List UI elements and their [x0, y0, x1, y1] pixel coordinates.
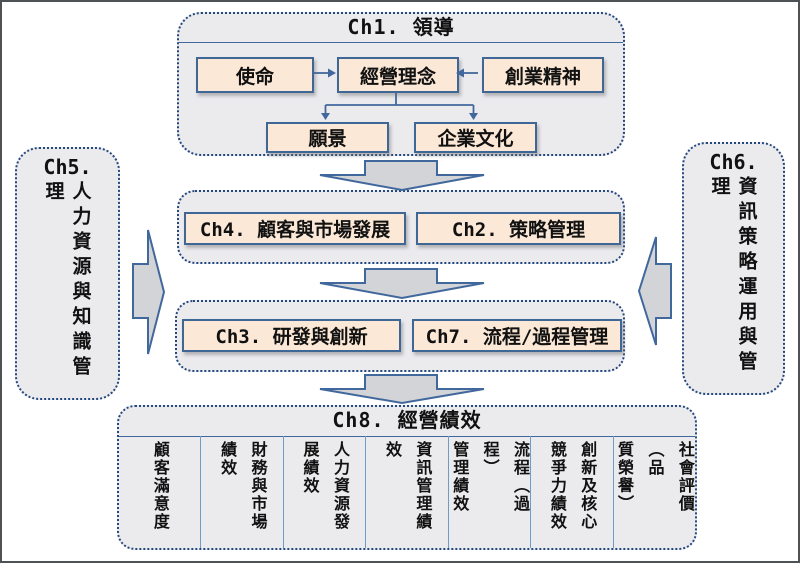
ch6-info-strategy-panel: Ch6. 資訊策略運用與管理 [682, 142, 785, 395]
ch3-ch7-panel: Ch3. 研發與創新 Ch7. 流程/過程管理 [175, 300, 625, 372]
left-arrow-icon [637, 236, 672, 346]
ch4-customer-market-box: Ch4. 顧客與市場發展 [184, 212, 406, 245]
ch3-rd-innovation-box: Ch3. 研發與創新 [182, 319, 401, 352]
down-arrow-icon [319, 374, 485, 405]
ch1-title: Ch1. 領導 [347, 15, 455, 39]
ch6-label: Ch6. [709, 150, 758, 174]
ch4-ch2-panel: Ch4. 顧客與市場發展 Ch2. 策略管理 [177, 190, 625, 264]
ch2-strategy-box: Ch2. 策略管理 [416, 212, 621, 245]
ch7-process-box: Ch7. 流程/過程管理 [412, 319, 622, 352]
down-arrow-icon [319, 268, 485, 300]
ch5-hr-knowledge-panel: Ch5. 人力資源與知識管理 [15, 147, 120, 400]
ch8-column-customer-satisfaction: 顧客滿意度 [150, 441, 170, 531]
ch8-columns: 顧客滿意度 財務與市場 績效 人力資源發 展績效 資訊管理績 效 流程（過程） … [119, 436, 695, 548]
ch6-vertical-text: 資訊策略運用與管理 [708, 176, 758, 376]
ch5-vertical-text: 人力資源與知識管理 [42, 181, 92, 381]
entrepreneurship-box: 創業精神 [482, 57, 604, 93]
ch1-leadership-panel: Ch1. 領導 使命 經營理念 創業精神 願景 企業文化 [177, 12, 625, 156]
ch5-label: Ch5. [43, 155, 92, 179]
ch8-performance-panel: Ch8. 經營績效 顧客滿意度 財務與市場 績效 人力資源發 展績效 資訊管理績… [117, 405, 697, 550]
ch1-title-rule [179, 42, 623, 43]
ch8-column-innovation-competitiveness: 創新及核心 競爭力績效 [530, 436, 612, 548]
ch8-column-hr-development: 人力資源發 展績效 [282, 436, 365, 548]
ch8-title: Ch8. 經營績效 [332, 408, 482, 432]
down-arrow-icon [319, 160, 485, 192]
philosophy-box: 經營理念 [337, 57, 459, 93]
vision-box: 願景 [266, 122, 389, 153]
mission-box: 使命 [196, 57, 314, 93]
ch8-column-info-management: 資訊管理績 效 [365, 436, 447, 548]
ch8-column-process-management: 流程（過程） 管理績效 [447, 436, 530, 548]
ch8-column-financial-market: 財務與市場 績效 [200, 436, 282, 548]
ch8-title-rule [119, 436, 695, 437]
ch8-column-social-evaluation: 社會評價（品 質榮譽） [612, 436, 695, 548]
right-arrow-icon [132, 229, 166, 355]
culture-box: 企業文化 [414, 122, 537, 153]
